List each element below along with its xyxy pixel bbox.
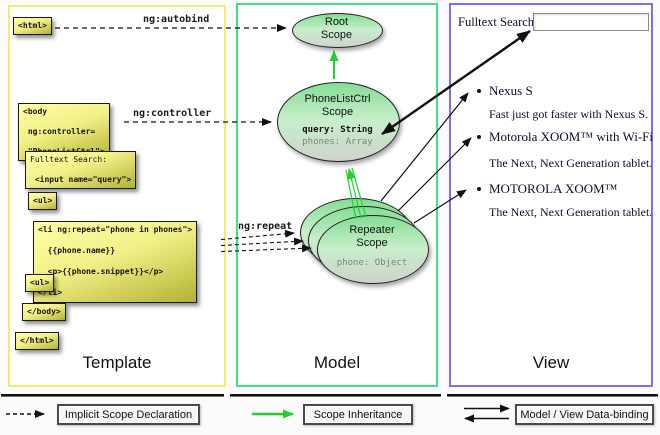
code-ul-open: <ul> — [28, 192, 58, 210]
repeater-line2: Scope — [356, 237, 388, 249]
code-html-close: </html> — [15, 332, 59, 350]
bullet-dot — [477, 135, 481, 139]
view-search-label: Fulltext Search: — [458, 15, 538, 29]
phonelistctrl-prop-query: query: String — [302, 125, 373, 135]
code-li-line1: <li ng:repeat="phone in phones"> — [38, 225, 193, 234]
view-item-desc: The Next, Next Generation tablet. — [489, 205, 653, 219]
view-panel-title: View — [532, 353, 570, 372]
root-scope-ellipse — [292, 13, 383, 48]
model-panel — [236, 3, 438, 387]
view-item-desc: The Next, Next Generation tablet. — [489, 156, 653, 170]
legend-scope-inheritance: Scope Inheritance — [303, 404, 413, 425]
code-li-line3: <p>{{phone.snippet}}</p> — [38, 267, 164, 276]
label-ng-controller: ng:controller — [133, 108, 212, 119]
root-scope-line2: Scope — [320, 29, 353, 41]
repeater-scope-ellipse-front — [317, 215, 429, 284]
code-li-repeat: <li ng:repeat="phone in phones"> {{phone… — [33, 221, 198, 303]
view-item-title: Motorola XOOM™ with Wi-Fi — [489, 129, 654, 144]
code-li-line2: {{phone.name}} — [38, 246, 116, 255]
bullet-dot — [477, 187, 481, 191]
view-search-input[interactable] — [533, 13, 649, 31]
code-html-open: <html> — [13, 17, 52, 35]
code-ul-close: <ul> — [25, 274, 55, 292]
label-ng-autobind: ng:autobind — [143, 14, 210, 25]
label-ng-repeat: ng:repeat — [238, 221, 293, 232]
legend-model-view-data-binding: Model / View Data-binding — [515, 404, 654, 425]
repeater-line1: Repeater — [349, 224, 395, 236]
legend-implicit-scope-declaration: Implicit Scope Declaration — [57, 404, 200, 425]
phonelistctrl-line2: Scope — [321, 106, 354, 118]
code-fulltext-search: Fulltext Search: <input name="query"> — [25, 151, 137, 189]
code-fulltext-label: Fulltext Search: — [30, 155, 108, 164]
template-panel-title: Template — [82, 353, 152, 372]
root-scope-line1: Root — [324, 16, 349, 28]
repeater-prop-phone: phone: Object — [336, 258, 408, 268]
model-panel-title: Model — [313, 353, 361, 372]
phonelistctrl-scope-ellipse — [277, 82, 400, 162]
code-body-open-line2: ng:controller= — [23, 127, 96, 136]
code-li-line4: </li> — [38, 288, 63, 297]
code-body-open-line1: <body — [23, 107, 48, 116]
legend-separator-segment — [230, 394, 441, 397]
view-item-title: Nexus S — [489, 83, 533, 98]
legend-separator-segment — [1, 394, 224, 397]
view-item-desc: Fast just got faster with Nexus S. — [489, 107, 648, 121]
phonelistctrl-prop-phones: phones: Array — [302, 137, 373, 147]
legend-separator-segment — [447, 394, 658, 397]
bullet-dot — [477, 89, 481, 93]
phonelistctrl-line1: PhoneListCtrl — [304, 93, 371, 105]
view-item-title: MOTOROLA XOOM™ — [489, 181, 618, 196]
code-body-close: </body> — [22, 303, 66, 321]
code-input-tag: <input name="query"> — [30, 175, 132, 184]
